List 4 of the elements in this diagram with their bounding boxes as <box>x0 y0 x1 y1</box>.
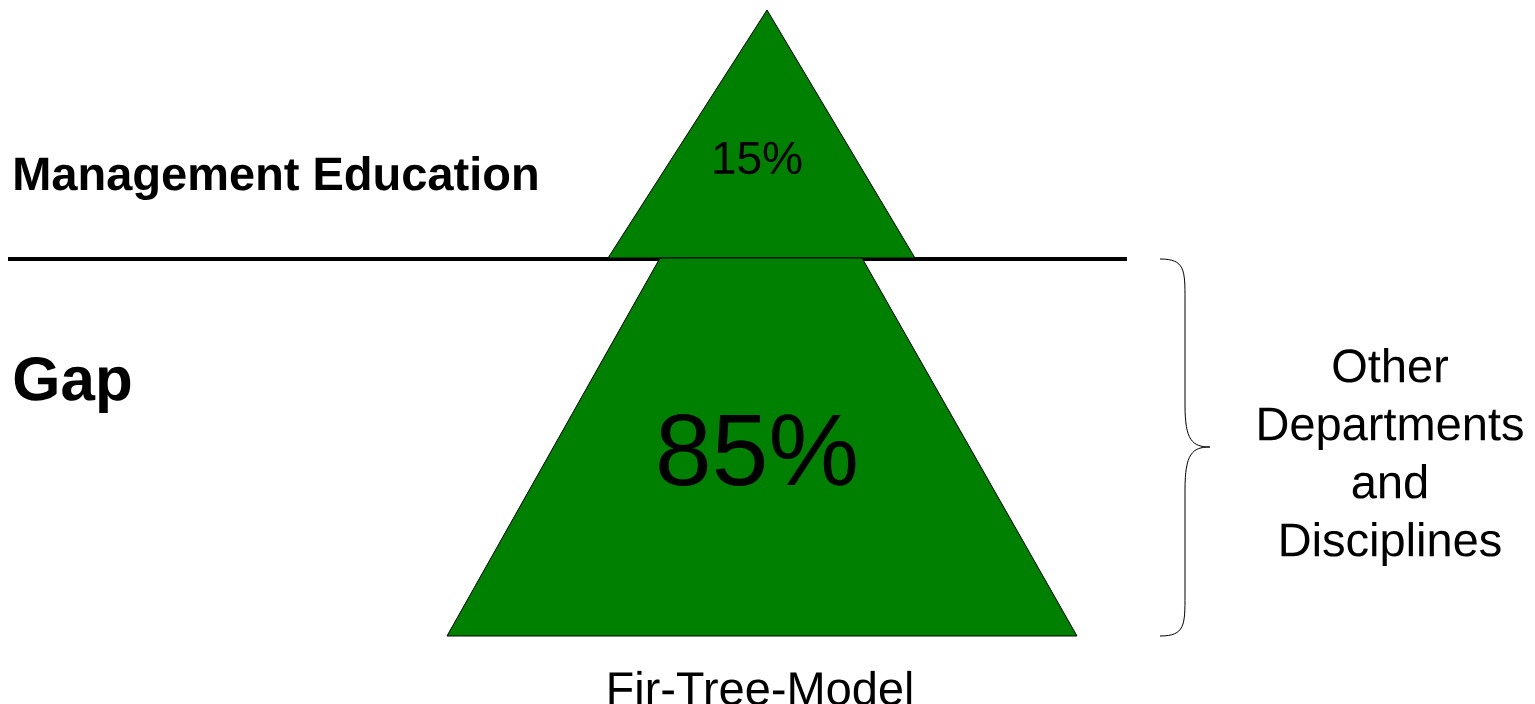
label: Gap <box>14 356 131 414</box>
label: Other Departments and Disciplines <box>1259 348 1523 566</box>
triangle: 15% <box>607 9 916 259</box>
label: Management Education <box>15 156 537 200</box>
